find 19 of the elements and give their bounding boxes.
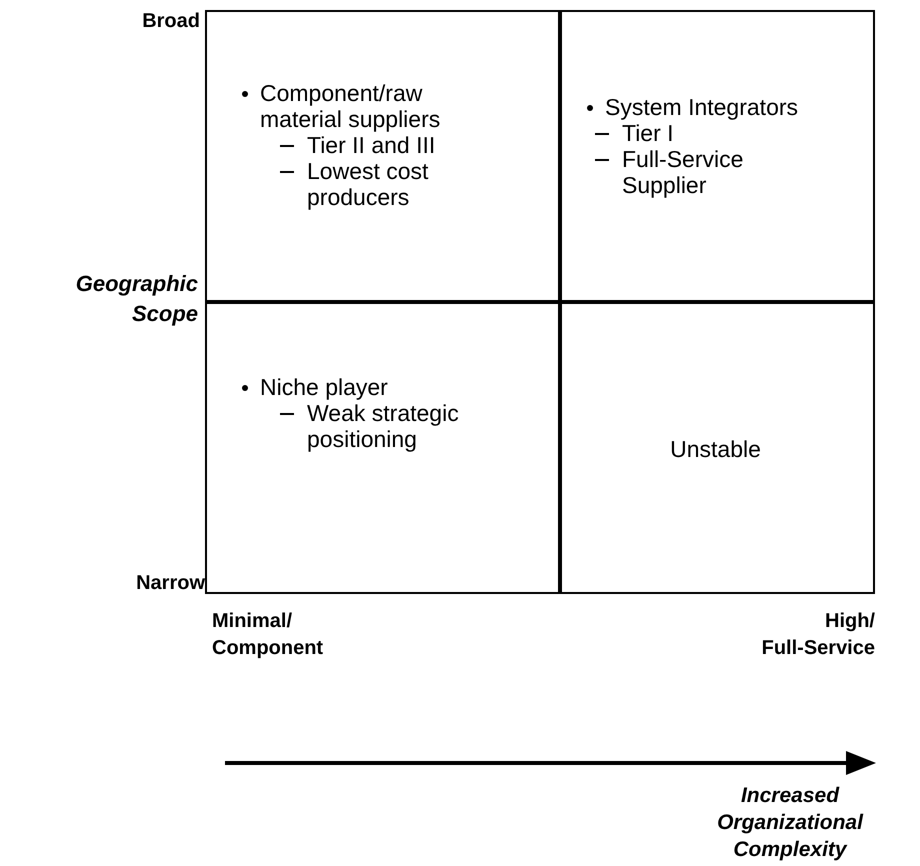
list-item: Lowest cost producers [307,158,430,210]
axis-title: Increased Organizational Complexity [716,783,864,863]
list-item: Full-Service Supplier [622,146,744,198]
axis-label: Narrow [135,571,205,596]
axis-label: High/ Full-Service [760,609,875,661]
list-item: Niche player [260,374,389,400]
list-item: Component/raw material suppliers [260,80,442,132]
axis-label: Broad [141,9,200,34]
matrix-quadrant [205,10,560,302]
axis-title: Geographic Scope [74,270,198,328]
matrix-quadrant [560,302,875,594]
matrix-quadrant [560,10,875,302]
matrix-quadrant [205,302,560,594]
list-item: System Integrators [605,94,800,120]
list-item: Tier II and III [307,132,436,158]
list-item: Tier I [622,120,675,146]
list-item: Weak strategic positioning [307,400,460,452]
quadrant-label: Unstable [669,436,762,462]
axis-label: Minimal/ Component [212,609,324,661]
